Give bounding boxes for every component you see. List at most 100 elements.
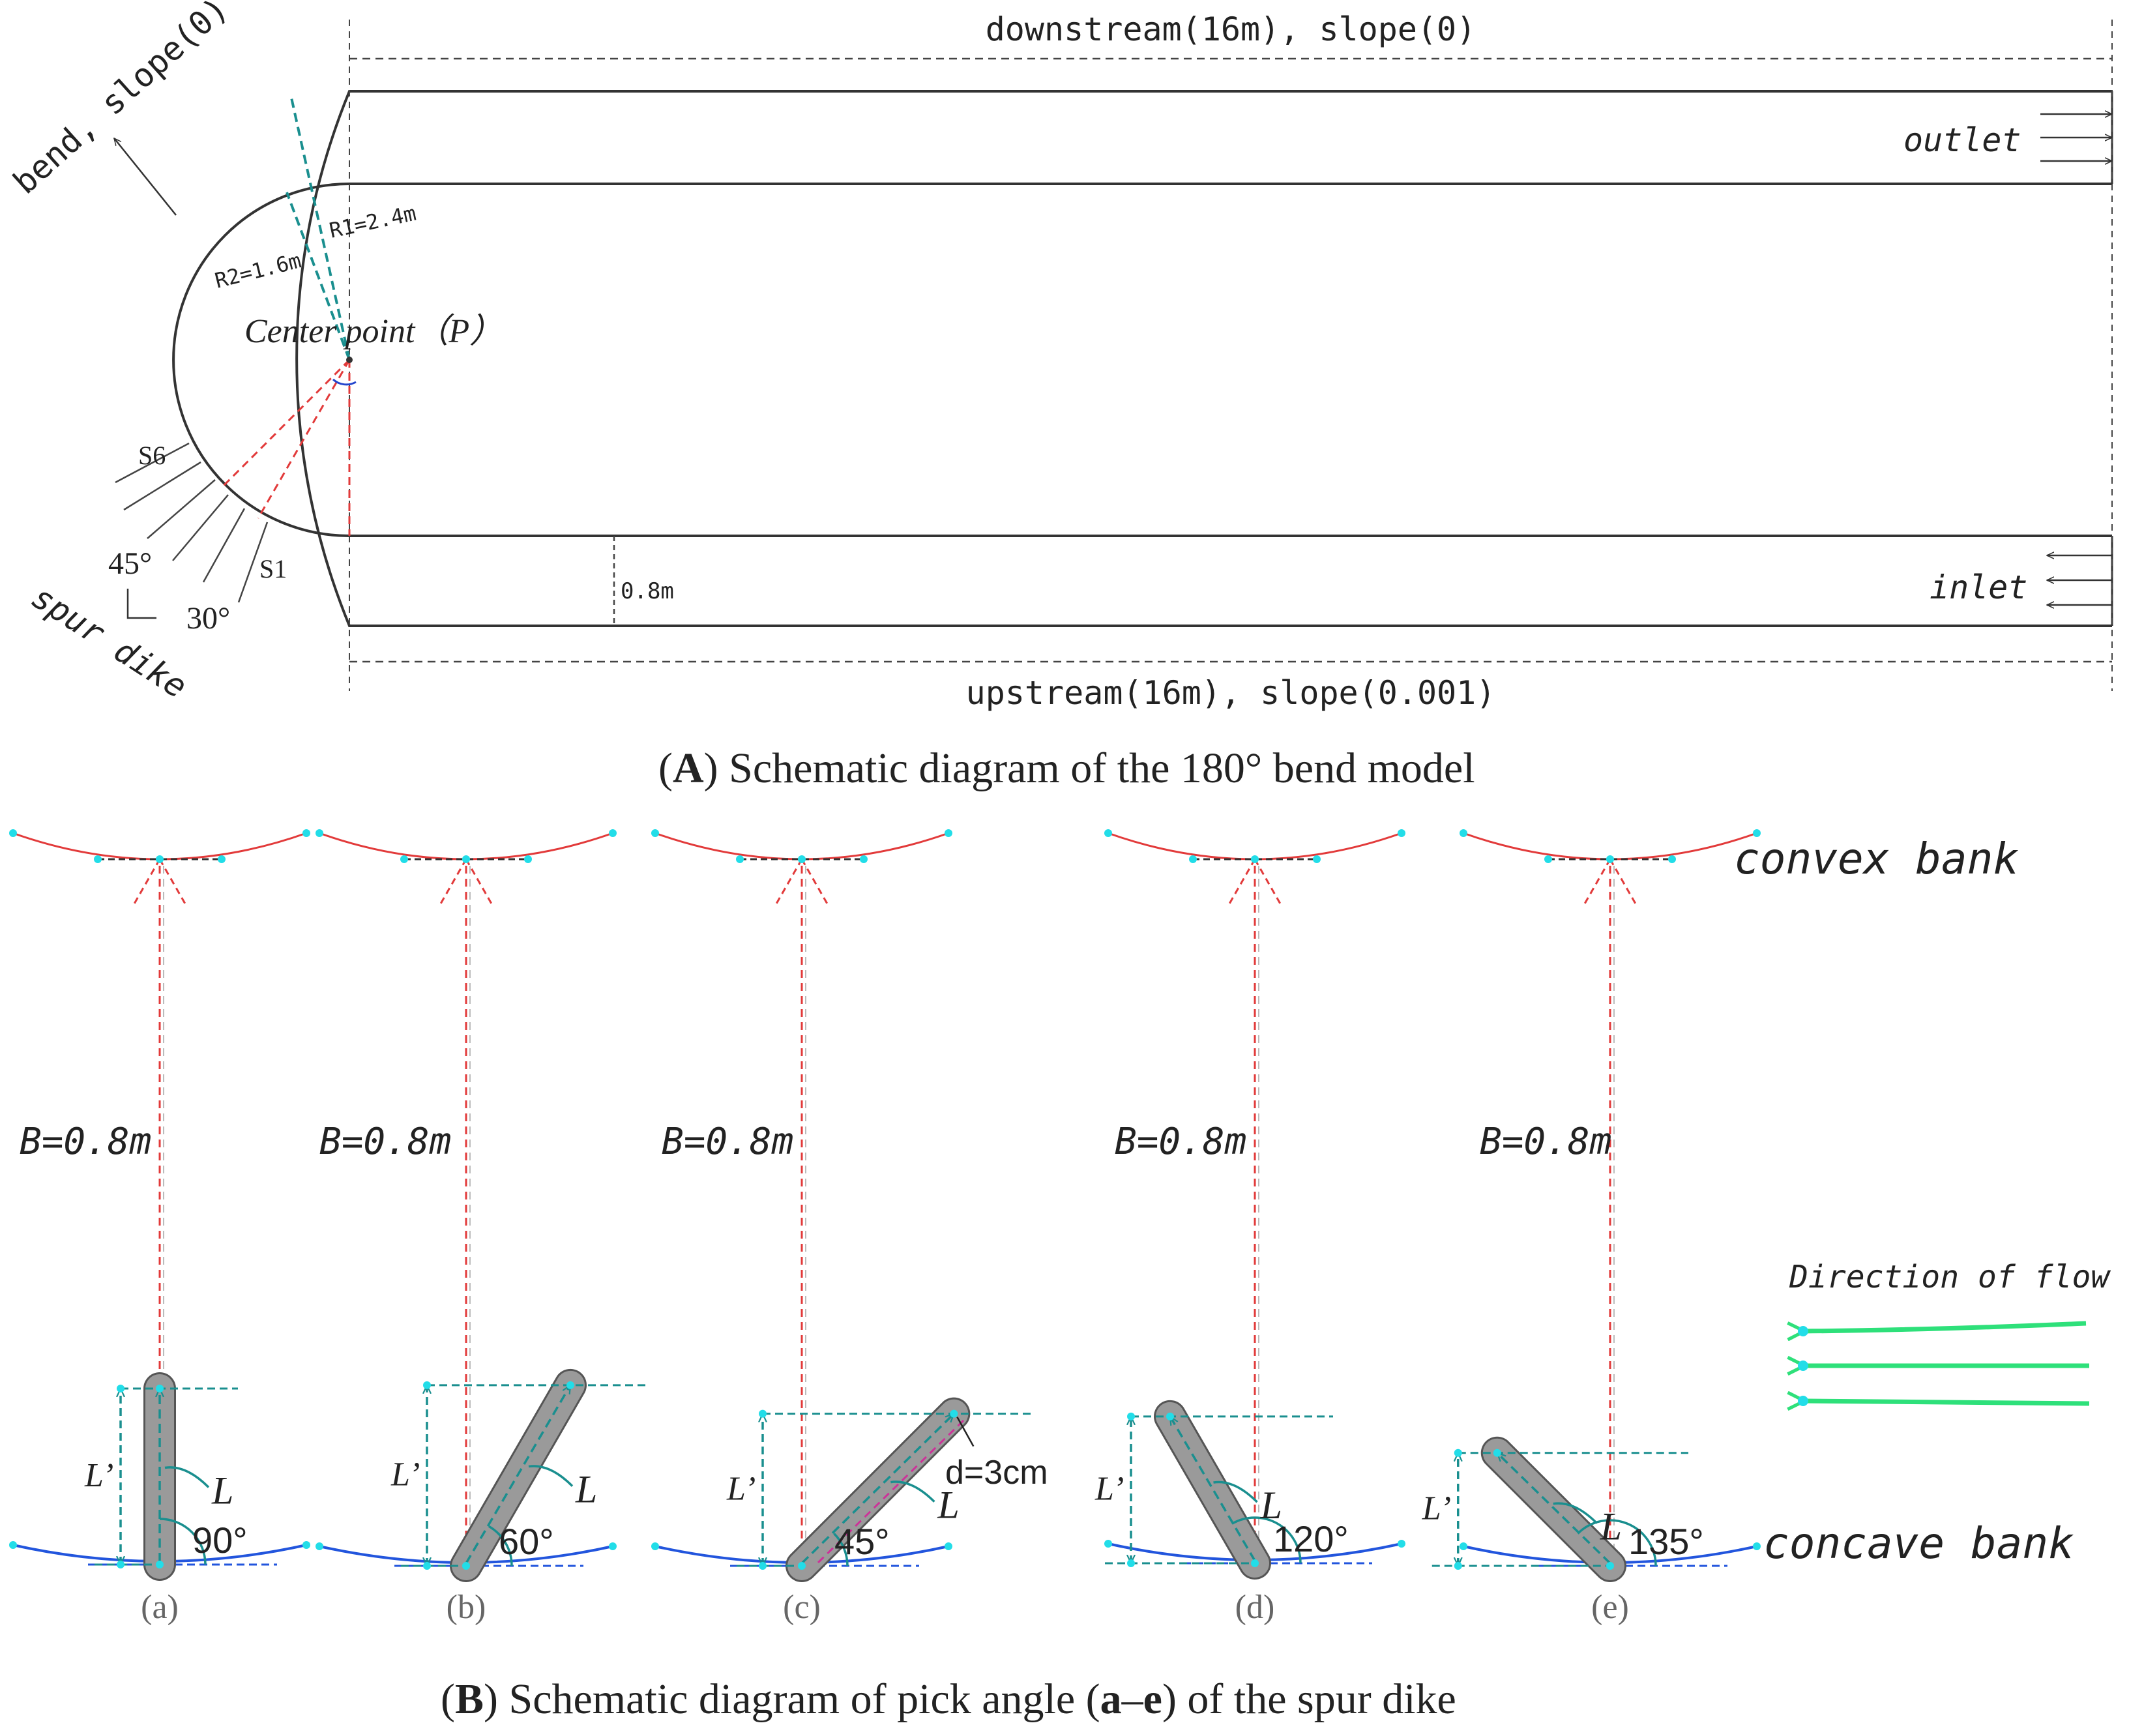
anchor-dot bbox=[423, 1381, 431, 1389]
anchor-dot bbox=[9, 829, 17, 837]
bend-model-diagram: downstream(16m), slope(0) upstream(16m),… bbox=[6, 0, 2113, 792]
s1-label: S1 bbox=[259, 554, 287, 583]
section-ray-45 bbox=[221, 359, 351, 488]
anchor-dot bbox=[1606, 1562, 1614, 1570]
anchor-dot bbox=[609, 1542, 617, 1550]
caption-b-dash: – bbox=[1121, 1675, 1144, 1723]
downstream-label: downstream(16m), slope(0) bbox=[986, 10, 1476, 48]
pick-angle-diagram: B=0.8mL’L90°(a)B=0.8mL’L60°(b)B=0.8mL’L4… bbox=[9, 829, 2111, 1723]
upstream-label: upstream(16m), slope(0.001) bbox=[966, 674, 1496, 712]
anchor-dot bbox=[1104, 829, 1112, 837]
spur-dike-body bbox=[1156, 1402, 1269, 1578]
anchor-dot bbox=[798, 855, 806, 863]
anchor-dot bbox=[302, 1541, 310, 1549]
radius-r1-line bbox=[290, 97, 351, 360]
anchor-dot bbox=[1251, 1559, 1259, 1567]
inlet-label: inlet bbox=[1930, 568, 2028, 606]
anchor-dot bbox=[609, 829, 617, 837]
outlet-label: outlet bbox=[1903, 121, 2021, 159]
anchor-dot bbox=[1454, 1562, 1462, 1570]
r1-label: R1=2.4m bbox=[327, 201, 418, 243]
anchor-dot bbox=[1753, 1542, 1761, 1550]
channel-width-label: B=0.8m bbox=[1480, 1121, 1611, 1163]
dike-centerline bbox=[817, 1419, 965, 1564]
pick-angle-label: 90° bbox=[192, 1520, 248, 1561]
anchor-dot bbox=[156, 1385, 164, 1392]
anchor-dot bbox=[9, 1541, 17, 1549]
caption-b: (B) Schematic diagram of pick angle (a–e… bbox=[441, 1675, 1456, 1723]
anchor-dot bbox=[524, 855, 532, 863]
spur-dike-cases: B=0.8mL’L90°(a)B=0.8mL’L60°(b)B=0.8mL’L4… bbox=[9, 829, 1761, 1626]
caption-b-end: ) of the spur dike bbox=[1162, 1675, 1456, 1723]
channel-inner-wall bbox=[172, 183, 2112, 537]
convex-normal-right bbox=[1609, 859, 1637, 905]
projected-length-label: L’ bbox=[1094, 1470, 1124, 1507]
section-ray-30 bbox=[257, 359, 351, 519]
anchor-dot bbox=[156, 855, 164, 863]
convex-normal-left bbox=[1227, 859, 1256, 905]
anchor-dot bbox=[1189, 855, 1197, 863]
flow-direction-label: Direction of flow bbox=[1789, 1259, 2111, 1295]
measurement-sections bbox=[115, 442, 269, 603]
anchor-dot bbox=[1104, 1540, 1112, 1548]
convex-normal-right bbox=[800, 859, 829, 905]
dike-label-leader bbox=[1553, 1502, 1598, 1524]
case-label: (c) bbox=[783, 1589, 821, 1626]
pick-angle-arc bbox=[488, 1525, 513, 1567]
channel-width-label: B=0.8m bbox=[319, 1121, 451, 1163]
anchor-dot bbox=[566, 1381, 574, 1389]
anchor-dot bbox=[117, 1385, 125, 1392]
caption-a-letter: A bbox=[673, 744, 704, 792]
radius-r2-line bbox=[286, 192, 351, 360]
flow-arrow-dots bbox=[1798, 1326, 1808, 1406]
dike-length-label: L bbox=[1600, 1505, 1622, 1548]
dike-length-arrow bbox=[800, 1414, 954, 1565]
anchor-dot bbox=[950, 1409, 958, 1418]
r2-label: R2=1.6m bbox=[213, 248, 304, 293]
anchor-dot bbox=[1127, 1559, 1135, 1567]
anchor-dot bbox=[400, 855, 408, 863]
case-label: (b) bbox=[447, 1589, 486, 1626]
flow-direction-arrows bbox=[1803, 1321, 2090, 1404]
dike-label-leader bbox=[164, 1466, 210, 1488]
anchor-dot bbox=[462, 1562, 470, 1570]
angle30-label: 30° bbox=[186, 601, 230, 636]
anchor-dot bbox=[945, 829, 952, 837]
convex-normal-left bbox=[774, 859, 803, 905]
dike-length-arrow bbox=[465, 1385, 572, 1564]
anchor-dot bbox=[1753, 829, 1761, 837]
caption-a: (A) Schematic diagram of the 180° bend m… bbox=[658, 744, 1475, 792]
caption-a-text: ) Schematic diagram of the 180° bend mod… bbox=[704, 744, 1475, 792]
channel-width-label: B=0.8m bbox=[1115, 1121, 1246, 1163]
anchor-dot bbox=[117, 1561, 125, 1568]
anchor-dot bbox=[1544, 855, 1552, 863]
case-label: (a) bbox=[141, 1589, 179, 1626]
channel-width-label: B=0.8m bbox=[20, 1121, 151, 1163]
case-label: (e) bbox=[1591, 1589, 1629, 1626]
caption-b-range-e: e bbox=[1143, 1675, 1162, 1723]
convex-normal-right bbox=[158, 859, 187, 905]
anchor-dot bbox=[1127, 1412, 1135, 1420]
case-c: B=0.8mL’L45°(c) bbox=[651, 829, 1033, 1626]
caption-b-range-a: a bbox=[1100, 1675, 1122, 1723]
anchor-dot bbox=[759, 1409, 767, 1418]
anchor-dot bbox=[302, 829, 310, 837]
pick-angle-label: 45° bbox=[834, 1521, 890, 1562]
inlet-arrows bbox=[2047, 555, 2112, 605]
anchor-dot bbox=[1454, 1449, 1462, 1457]
center-point-label: Center point（P） bbox=[244, 313, 503, 350]
convex-bank-label: convex bank bbox=[1734, 834, 2019, 884]
concave-bank-label: concave bank bbox=[1763, 1518, 2074, 1568]
s6-label: S6 bbox=[138, 441, 166, 470]
anchor-dot bbox=[651, 829, 659, 837]
anchor-dot bbox=[1398, 829, 1405, 837]
case-b: B=0.8mL’L60°(b) bbox=[316, 829, 649, 1626]
anchor-dot bbox=[1166, 1412, 1174, 1420]
caption-b-mid: ) Schematic diagram of pick angle ( bbox=[484, 1675, 1100, 1723]
convex-normal-left bbox=[439, 859, 467, 905]
pick-angle-arc bbox=[1231, 1516, 1302, 1564]
anchor-dot bbox=[798, 1562, 806, 1570]
anchor-dot bbox=[1460, 829, 1467, 837]
